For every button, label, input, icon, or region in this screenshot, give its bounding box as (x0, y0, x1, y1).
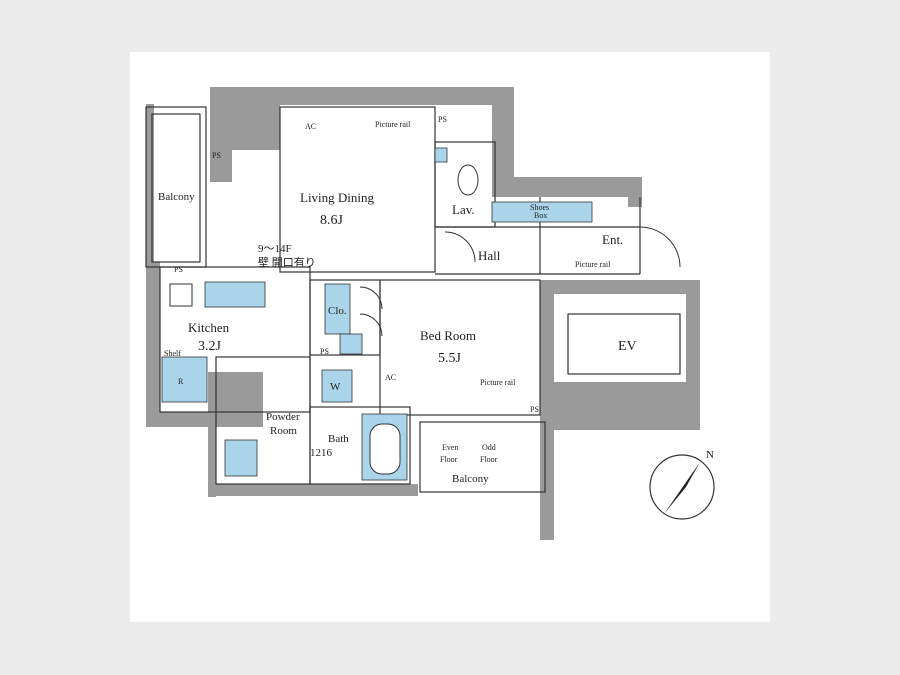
r-label: R (178, 377, 184, 386)
bath-label-1: Bath (328, 433, 349, 445)
ac-bed: AC (385, 373, 396, 382)
picture-rail-hall: Picture rail (575, 260, 611, 269)
kitchen-name: Kitchen (188, 320, 230, 335)
floor-plan-page: Living Dining 8.6J Kitchen 3.2J Bed Room… (130, 52, 770, 622)
w-label: W (330, 381, 341, 393)
kitchen-size: 3.2J (198, 339, 222, 354)
bedroom-size: 5.5J (438, 351, 462, 366)
compass: N (649, 449, 715, 520)
toilet-icon (457, 164, 479, 196)
bathtub-icon (369, 423, 401, 475)
ps-4: PS (320, 347, 329, 356)
ps-5: PS (530, 405, 539, 414)
floors-note: 9～14F (258, 243, 292, 255)
even-floor-1: Even (442, 443, 458, 452)
floor-plan: Living Dining 8.6J Kitchen 3.2J Bed Room… (145, 87, 715, 540)
ac-ld: AC (305, 122, 316, 131)
living-dining-size: 8.6J (320, 213, 344, 228)
ps-1: PS (212, 151, 221, 160)
ent-label: Ent. (602, 232, 623, 247)
hall-label: Hall (478, 248, 501, 263)
lav-label: Lav. (452, 202, 475, 217)
shoes-box-2: Box (534, 211, 547, 220)
balcony-top-label: Balcony (158, 191, 195, 203)
odd-floor-2: Floor (480, 455, 498, 464)
shoes-box-1: Shoes (530, 203, 549, 212)
even-floor-2: Floor (440, 455, 458, 464)
powder-label-2: Room (270, 425, 297, 437)
walls (146, 87, 700, 540)
interior-walls (145, 106, 681, 493)
odd-floor-1: Odd (482, 443, 496, 452)
living-dining-name: Living Dining (300, 190, 375, 205)
shelf-label: Shelf (164, 349, 181, 358)
ev-label: EV (618, 339, 637, 354)
bath-label-2: 1216 (310, 447, 333, 459)
door-swings (359, 226, 681, 337)
picture-rail-bed: Picture rail (480, 378, 516, 387)
compass-north-label: N (706, 449, 714, 461)
stove-icon (169, 283, 193, 307)
ps-2: PS (438, 115, 447, 124)
bedroom-name: Bed Room (420, 328, 476, 343)
balcony-bottom-label: Balcony (452, 473, 489, 485)
closet-label: Clo. (328, 305, 347, 317)
wall-opening-note: 壁 開口有り (258, 255, 316, 269)
ps-3: PS (174, 265, 183, 274)
picture-rail-ld: Picture rail (375, 120, 411, 129)
compass-needle-icon (664, 462, 700, 514)
powder-label-1: Powder (266, 411, 300, 423)
